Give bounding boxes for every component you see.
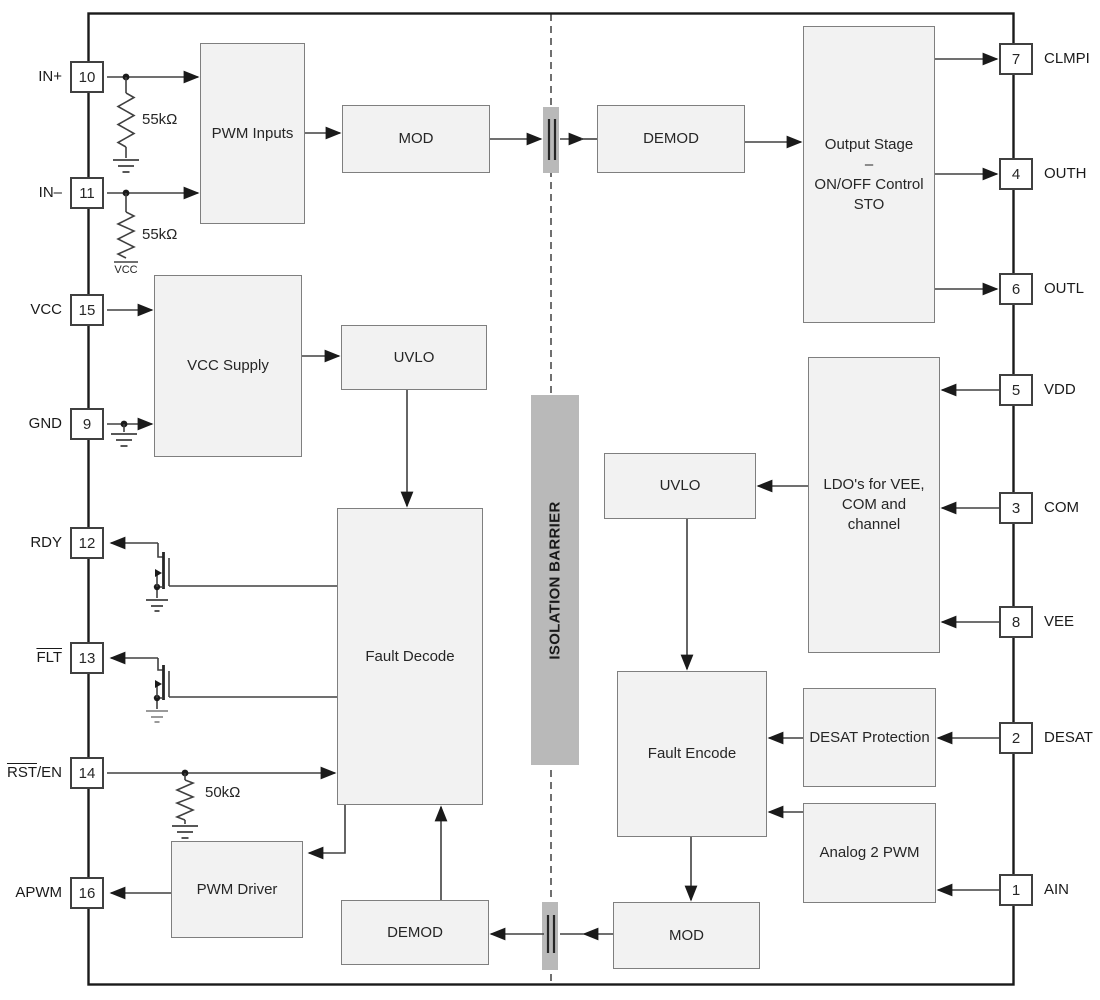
pin-8: 8 <box>999 606 1033 638</box>
pin-16: 16 <box>70 877 104 909</box>
pin-label-rst-en: RST/EN <box>6 764 62 781</box>
pin-13: 13 <box>70 642 104 674</box>
pin-label-flt: FLT <box>36 649 62 666</box>
resistor-label-50k: 50kΩ <box>205 784 241 801</box>
pin-label-vcc: VCC <box>30 301 62 318</box>
pin-label-outl: OUTL <box>1044 280 1085 297</box>
pin-label-in-minus: IN– <box>38 184 62 201</box>
block-ldo: LDO's for VEE, COM and channel <box>808 357 940 653</box>
pin-5: 5 <box>999 374 1033 406</box>
block-analog-2-pwm: Analog 2 PWM <box>803 803 936 903</box>
pin-4: 4 <box>999 158 1033 190</box>
nmos-rdy <box>109 536 337 612</box>
block-uvlo-left: UVLO <box>341 325 487 390</box>
nmos-flt <box>109 651 337 723</box>
pin-label-gnd: GND <box>28 415 62 432</box>
pin-label-desat: DESAT <box>1044 729 1093 746</box>
output-stage-line: – <box>864 155 874 173</box>
pin-label-in-plus: IN+ <box>38 68 62 85</box>
resistor-label-55k-top: 55kΩ <box>142 111 178 128</box>
block-mod-bottom: MOD <box>613 902 760 969</box>
block-fault-decode: Fault Decode <box>337 508 483 805</box>
output-stage-line: STO <box>853 195 885 213</box>
isolation-barrier-label: ISOLATION BARRIER <box>546 500 564 660</box>
pin-label-clmpi: CLMPI <box>1044 50 1090 67</box>
pin-12: 12 <box>70 527 104 559</box>
resistor-in-plus <box>116 92 136 148</box>
pin-label-com: COM <box>1044 499 1079 516</box>
pin-2: 2 <box>999 722 1033 754</box>
pin-14: 14 <box>70 757 104 789</box>
pin-15: 15 <box>70 294 104 326</box>
block-mod-top: MOD <box>342 105 490 173</box>
pin-label-rdy: RDY <box>30 534 62 551</box>
isolation-cap-bottom <box>542 902 558 970</box>
pin-9: 9 <box>70 408 104 440</box>
block-fault-encode: Fault Encode <box>617 671 767 837</box>
ground-symbol <box>146 599 168 612</box>
block-pwm-inputs: PWM Inputs <box>200 43 305 224</box>
pin-label-apwm: APWM <box>15 884 62 901</box>
block-vcc-supply: VCC Supply <box>154 275 302 457</box>
ground-symbol <box>111 433 137 447</box>
ground-symbol <box>172 825 198 839</box>
isolation-barrier: ISOLATION BARRIER <box>531 395 579 765</box>
pin-3: 3 <box>999 492 1033 524</box>
pin-label-vdd: VDD <box>1044 381 1076 398</box>
vcc-rail-label: VCC <box>114 264 138 276</box>
block-output-stage: Output Stage – ON/OFF Control STO <box>803 26 935 323</box>
isolation-cap-top <box>543 107 559 173</box>
pin-10: 10 <box>70 61 104 93</box>
resistor-rst <box>174 779 196 821</box>
resistor-label-55k-bottom: 55kΩ <box>142 226 178 243</box>
pin-11: 11 <box>70 177 104 209</box>
ground-symbol <box>146 710 168 723</box>
pin-label-ain: AIN <box>1044 881 1070 898</box>
resistor-in-minus <box>116 211 136 259</box>
output-stage-line: ON/OFF Control <box>814 175 924 193</box>
block-uvlo-right: UVLO <box>604 453 756 519</box>
output-stage-line: Output Stage <box>824 135 914 153</box>
pin-label-outh: OUTH <box>1044 165 1087 182</box>
block-pwm-driver: PWM Driver <box>171 841 303 938</box>
pin-6: 6 <box>999 273 1033 305</box>
pin-label-vee: VEE <box>1044 613 1075 630</box>
ground-symbol <box>113 159 139 173</box>
pin-7: 7 <box>999 43 1033 75</box>
pin-1: 1 <box>999 874 1033 906</box>
block-demod-top: DEMOD <box>597 105 745 173</box>
block-demod-bottom: DEMOD <box>341 900 489 965</box>
block-desat-protection: DESAT Protection <box>803 688 936 787</box>
